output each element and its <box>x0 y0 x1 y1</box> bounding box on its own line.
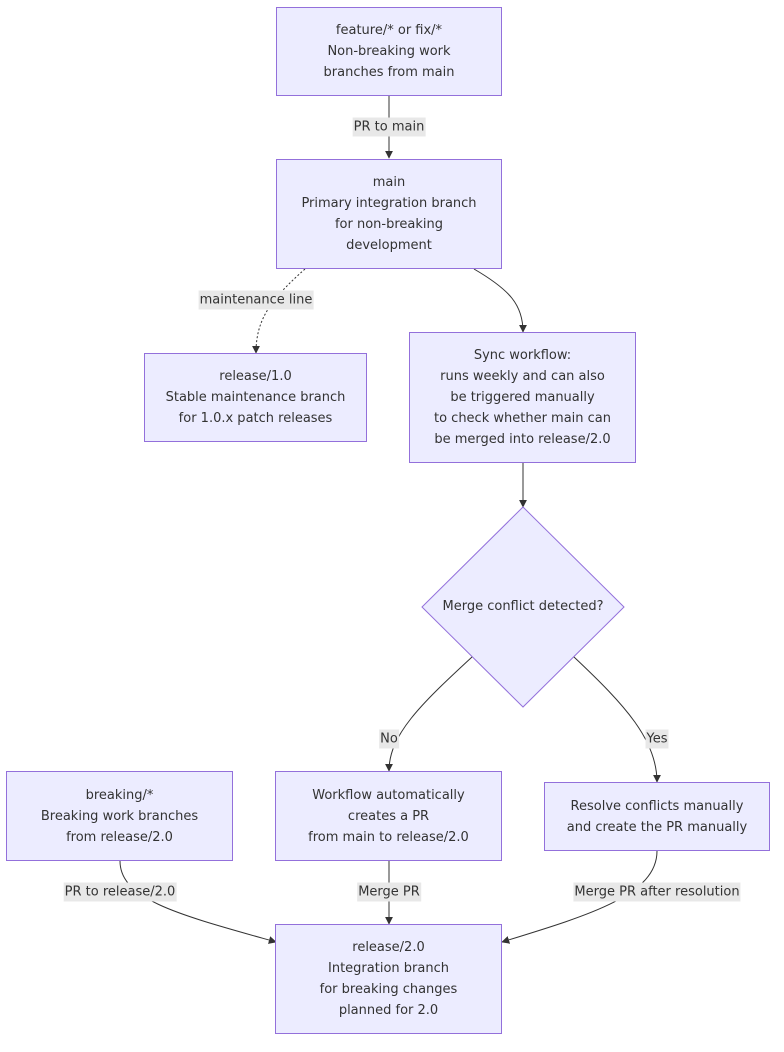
node-feature-line-2: Non-breaking work <box>327 44 451 59</box>
edge-label-merge-pr-after-resolution: Merge PR after resolution <box>573 882 741 902</box>
node-autopr-line-2: creates a PR <box>347 808 430 824</box>
edge-decision-to-resolve <box>573 656 661 783</box>
decision-diamond <box>421 506 625 708</box>
node-release20-branch: release/2.0 Integration branch for break… <box>275 924 502 1034</box>
edge-label-yes: Yes <box>645 729 669 749</box>
node-sync-line-5: be merged into release/2.0 <box>434 432 611 447</box>
edge-resolve-to-release20 <box>501 850 658 944</box>
edge-main-to-sync <box>473 268 527 333</box>
node-release20-line-4: planned for 2.0 <box>338 1003 439 1018</box>
node-resolve-conflicts: Resolve conflicts manually and create th… <box>544 782 770 851</box>
node-sync-line-3: be triggered manually <box>450 390 595 405</box>
edge-label-pr-to-release20: PR to release/2.0 <box>63 882 177 902</box>
node-feature-line-1: feature/* or fix/* <box>335 23 443 38</box>
node-breaking-line-3: from release/2.0 <box>66 829 173 845</box>
decision-line-1: Merge conflict detected? <box>442 599 604 614</box>
node-release10-line-3: for 1.0.x patch releases <box>178 411 333 426</box>
node-main-line-2: Primary integration branch <box>301 196 477 211</box>
node-sync-line-4: to check whether main can <box>433 411 612 426</box>
node-auto-pr: Workflow automatically creates a PR from… <box>275 771 502 861</box>
node-autopr-line-1: Workflow automatically <box>312 787 465 803</box>
node-main-line-1: main <box>372 175 406 190</box>
edge-label-merge-pr: Merge PR <box>357 882 421 902</box>
edge-decision-to-autopr <box>385 656 473 772</box>
node-autopr-line-3: from main to release/2.0 <box>308 829 469 845</box>
node-sync-workflow: Sync workflow: runs weekly and can also … <box>409 332 636 463</box>
node-release10-line-1: release/1.0 <box>219 369 292 384</box>
edge-breaking-to-release20 <box>119 860 277 944</box>
edge-label-pr-to-main: PR to main <box>352 117 426 137</box>
node-breaking-branch: breaking/* Breaking work branches from r… <box>6 771 233 861</box>
node-release10-line-2: Stable maintenance branch <box>165 390 346 405</box>
node-release20-line-2: Integration branch <box>328 961 449 976</box>
node-feature-branch: feature/* or fix/* Non-breaking work bra… <box>276 7 502 96</box>
node-breaking-line-2: Breaking work branches <box>40 808 199 824</box>
node-sync-line-1: Sync workflow: <box>473 348 572 363</box>
edge-label-no: No <box>379 729 399 749</box>
node-release20-line-1: release/2.0 <box>352 940 425 955</box>
node-main-branch: main Primary integration branch for non-… <box>276 159 502 269</box>
node-main-line-3: for non-breaking <box>334 217 444 232</box>
node-feature-line-3: branches from main <box>323 65 455 80</box>
node-resolve-line-1: Resolve conflicts manually <box>570 798 744 814</box>
node-resolve-line-2: and create the PR manually <box>566 819 748 835</box>
edge-main-to-release10 <box>252 268 306 354</box>
node-main-line-4: development <box>346 238 432 253</box>
node-breaking-line-1: breaking/* <box>85 787 154 803</box>
node-release20-line-3: for breaking changes <box>319 982 458 997</box>
edge-label-maintenance-line: maintenance line <box>198 290 314 310</box>
node-sync-line-2: runs weekly and can also <box>440 369 605 384</box>
node-release10-branch: release/1.0 Stable maintenance branch fo… <box>144 353 367 442</box>
decision-label: Merge conflict detected? <box>422 596 624 617</box>
